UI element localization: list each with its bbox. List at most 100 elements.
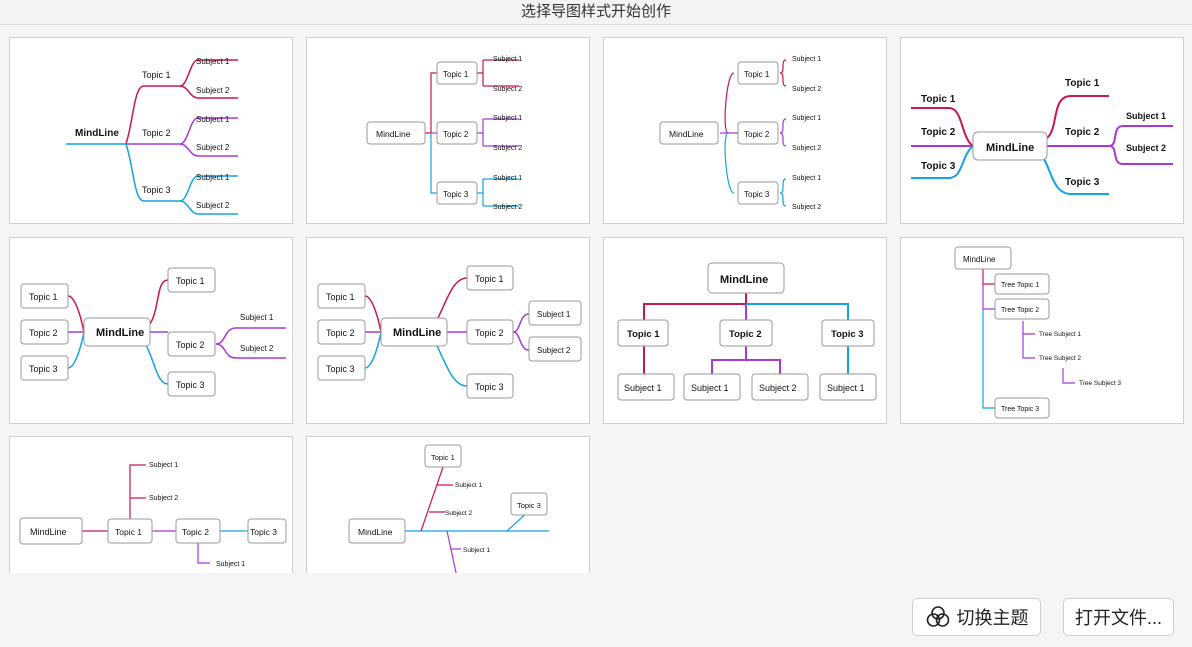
subject-label: Subject 1 (196, 173, 230, 182)
root-label: MindLine (30, 527, 67, 537)
subject-label: Subject 2 (792, 145, 821, 152)
subject-label: Subject 2 (493, 145, 522, 152)
topic-label: Topic 2 (29, 328, 58, 338)
topic-label: Topic 1 (921, 94, 956, 105)
subject-label: Subject 1 (493, 56, 522, 63)
switch-theme-button[interactable]: 切换主题 (912, 598, 1041, 636)
topic-label: Tree Topic 2 (1001, 307, 1039, 314)
subject-label: Subject 1 (463, 547, 490, 554)
template-card-brace-curly[interactable]: MindLine Topic 1 Topic 2 Topic 3 Subject… (603, 37, 887, 224)
topic-label: Topic 1 (744, 70, 770, 79)
template-preview: MindLine Topic 1 Topic 2 Topic 3 Subject… (366, 56, 522, 211)
topic-label: Topic 1 (475, 274, 504, 284)
subject-label: Subject 1 (240, 313, 274, 322)
switch-theme-label: 切换主题 (956, 608, 1029, 628)
window-title: 选择导图样式开始创作 (0, 0, 1192, 25)
subject-label: Subject 1 (1126, 111, 1166, 121)
topic-label: Topic 2 (744, 130, 770, 139)
open-file-button[interactable]: 打开文件... (1063, 598, 1174, 636)
topic-label: Topic 2 (142, 128, 171, 138)
root-label: MindLine (75, 128, 119, 139)
root-label: MindLine (358, 527, 393, 537)
template-card-mindmap-boxed-2[interactable]: MindLine Topic 1 Topic 2 Topic 3 Topic 1… (306, 237, 590, 424)
topic-label: Topic 3 (326, 364, 355, 374)
topic-label: Topic 2 (921, 127, 956, 138)
topic-label: Topic 1 (142, 70, 171, 80)
template-preview: MindLine Topic 1 Topic 2 Topic 3 Topic 1… (317, 265, 582, 399)
topic-label: Topic 2 (475, 328, 504, 338)
topic-label: Topic 3 (1065, 177, 1100, 188)
template-preview: MindLine Topic 1 Topic 2 Topic 3 Subject… (66, 57, 238, 215)
subject-label: Subject 1 (537, 310, 571, 319)
subject-label: Subject 1 (827, 383, 865, 393)
topic-label: Topic 1 (29, 292, 58, 302)
root-label: MindLine (393, 327, 441, 339)
topic-label: Topic 3 (142, 185, 171, 195)
topic-label: Topic 1 (443, 70, 469, 79)
subject-label: Subject 1 (792, 175, 821, 182)
root-label: MindLine (96, 327, 144, 339)
template-card-fishbone[interactable]: MindLine Topic 1 Topic 3 Subject 1 Subje… (306, 436, 590, 573)
subject-label: Subject 2 (792, 204, 821, 211)
subject-label: Tree Subject 1 (1039, 331, 1081, 338)
subject-label: Subject 2 (759, 383, 797, 393)
subject-label: Subject 1 (149, 462, 178, 469)
subject-label: Subject 2 (149, 495, 178, 502)
template-preview: MindLine Tree Topic 1 Tree Topic 2 Tree … (954, 246, 1121, 419)
topic-label: Topic 2 (326, 328, 355, 338)
subject-label: Subject 2 (196, 143, 230, 152)
topic-label: Topic 2 (729, 329, 762, 340)
root-label: MindLine (376, 129, 411, 139)
topic-label: Topic 3 (443, 190, 469, 199)
subject-label: Subject 1 (493, 175, 522, 182)
template-preview: MindLine Topic 1 Topic 2 Topic 3 Topic 1… (911, 78, 1173, 195)
subject-label: Subject 1 (493, 115, 522, 122)
topic-label: Topic 1 (326, 292, 355, 302)
template-preview: MindLine Topic 1 Topic 3 Subject 1 Subje… (348, 444, 549, 573)
subject-label: Tree Subject 2 (1039, 355, 1081, 362)
topic-label: Tree Topic 1 (1001, 282, 1039, 289)
template-card-logic-right[interactable]: MindLine Topic 1 Topic 2 Topic 3 Subject… (9, 37, 293, 224)
template-preview: MindLine Topic 1 Topic 2 Topic 3 Subject… (659, 56, 821, 211)
template-card-brace-right[interactable]: MindLine Topic 1 Topic 2 Topic 3 Subject… (306, 37, 590, 224)
open-file-label: 打开文件... (1074, 608, 1162, 628)
template-preview: MindLine Topic 1 Topic 2 Topic 3 Subject… (19, 462, 287, 568)
template-grid: MindLine Topic 1 Topic 2 Topic 3 Subject… (9, 37, 1187, 573)
subject-label: Tree Subject 3 (1079, 380, 1121, 387)
template-card-tree[interactable]: MindLine Tree Topic 1 Tree Topic 2 Tree … (900, 237, 1184, 424)
topic-label: Topic 3 (29, 364, 58, 374)
subject-label: Subject 2 (493, 86, 522, 93)
root-label: MindLine (669, 129, 704, 139)
topic-label: Tree Topic 3 (1001, 406, 1039, 413)
topic-label: Topic 1 (431, 453, 455, 462)
subject-label: Subject 2 (792, 86, 821, 93)
topic-label: Topic 3 (176, 380, 205, 390)
topic-label: Topic 2 (443, 130, 469, 139)
subject-label: Subject 2 (240, 344, 274, 353)
topic-label: Topic 3 (475, 382, 504, 392)
topic-label: Topic 3 (831, 329, 864, 340)
root-label: MindLine (963, 255, 996, 264)
template-preview: MindLine Topic 1 Topic 2 Topic 3 Topic 1… (20, 267, 286, 397)
template-card-timeline[interactable]: MindLine Topic 1 Topic 2 Topic 3 Subject… (9, 436, 293, 573)
topic-label: Topic 2 (176, 340, 205, 350)
topic-label: Topic 1 (176, 276, 205, 286)
template-card-mindmap-balanced[interactable]: MindLine Topic 1 Topic 2 Topic 3 Topic 1… (900, 37, 1184, 224)
root-label: MindLine (986, 142, 1034, 154)
template-preview: MindLine Topic 1 Topic 2 Topic 3 Subject… (617, 262, 877, 401)
topic-label: Topic 3 (921, 161, 956, 172)
subject-label: Subject 1 (196, 57, 230, 66)
subject-label: Subject 2 (445, 510, 472, 517)
topic-label: Topic 1 (1065, 78, 1100, 89)
topic-label: Topic 3 (744, 190, 770, 199)
template-card-mindmap-boxed[interactable]: MindLine Topic 1 Topic 2 Topic 3 Topic 1… (9, 237, 293, 424)
subject-label: Subject 2 (196, 201, 230, 210)
topic-label: Topic 2 (1065, 127, 1100, 138)
root-label: MindLine (720, 274, 768, 286)
subject-label: Subject 2 (1126, 143, 1166, 153)
topic-label: Topic 3 (517, 501, 541, 510)
template-card-org-chart[interactable]: MindLine Topic 1 Topic 2 Topic 3 Subject… (603, 237, 887, 424)
subject-label: Subject 1 (624, 383, 662, 393)
topic-label: Topic 1 (627, 329, 660, 340)
topic-label: Topic 2 (182, 527, 209, 537)
